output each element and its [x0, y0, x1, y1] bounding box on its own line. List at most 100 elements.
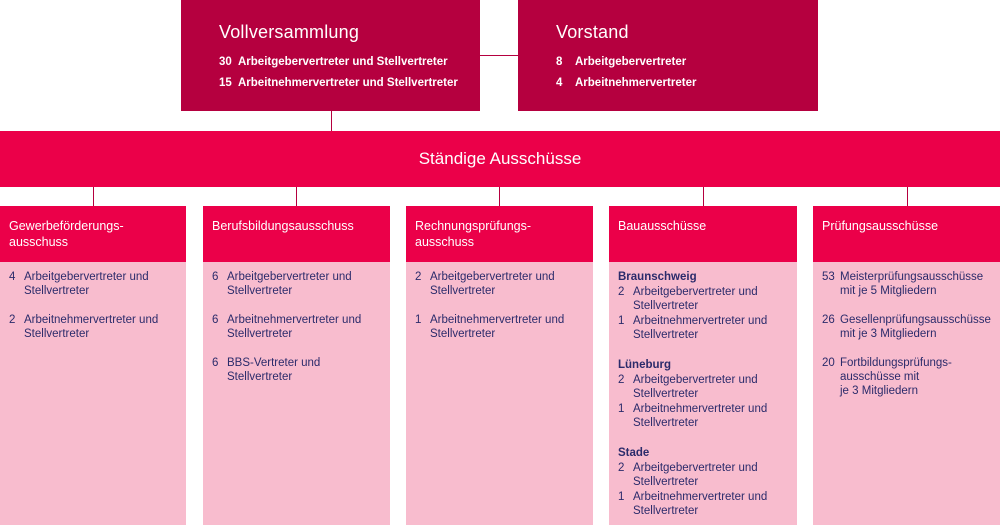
- committee-header: Prüfungsausschüsse: [813, 206, 1000, 262]
- column-connector: [296, 187, 297, 206]
- member-label: Stellvertreter: [227, 371, 293, 383]
- column-connector: [93, 187, 94, 206]
- column-connector: [703, 187, 704, 206]
- member-label: Stellvertreter: [227, 328, 293, 340]
- committee-title: Bauausschüsse: [618, 219, 707, 233]
- column-connector: [907, 187, 908, 206]
- committee-title: Berufsbildungsausschuss: [212, 219, 354, 233]
- member-label: Arbeitnehmervertreter und: [633, 403, 768, 415]
- member-label: je 3 Mitgliedern: [840, 385, 918, 397]
- member-count: 1: [415, 314, 422, 326]
- member-label: Arbeitgebervertreter und: [633, 462, 758, 474]
- member-count: 6: [212, 357, 219, 369]
- member-label: Arbeitnehmervertreter und: [633, 315, 768, 327]
- member-label: mit je 5 Mitgliedern: [840, 285, 937, 297]
- committee-header: Gewerbeförderungs- ausschuss: [0, 206, 186, 262]
- member-label: Stellvertreter: [633, 476, 699, 488]
- member-label: Stellvertreter: [430, 328, 496, 340]
- member-count: 4: [9, 271, 16, 283]
- member-label: Arbeitgebervertreter und: [633, 286, 758, 298]
- vorstand-title: Vorstand: [556, 22, 629, 42]
- committee-berufsbildung: Berufsbildungsausschuss 6 Arbeitgebervert…: [203, 206, 390, 525]
- member-count: 2: [618, 462, 625, 474]
- member-label: Stellvertreter: [633, 388, 699, 400]
- member-label: Stellvertreter: [633, 417, 699, 429]
- member-count: 20: [822, 357, 835, 369]
- member-label: Arbeitgebervertreter und: [430, 271, 555, 283]
- member-count: 6: [212, 271, 219, 283]
- member-count: 53: [822, 271, 835, 283]
- committee-header: Bauausschüsse: [609, 206, 797, 262]
- member-count: 1: [618, 403, 625, 415]
- committee-title: Gewerbeförderungs-: [9, 219, 124, 233]
- member-label: Meisterprüfungsausschüsse: [840, 271, 984, 283]
- region-title: Stade: [618, 447, 650, 459]
- member-label: Fortbildungsprüfungs-: [840, 357, 952, 369]
- member-label: Arbeitnehmervertreter und: [227, 314, 362, 326]
- member-label: Stellvertreter: [633, 329, 699, 341]
- committee-header: Berufsbildungsausschuss: [203, 206, 390, 262]
- member-label: Arbeitnehmervertreter und: [633, 491, 768, 503]
- member-label: ausschüsse mit: [840, 371, 920, 383]
- region-title: Braunschweig: [618, 271, 697, 283]
- member-label: Arbeitgebervertreter und: [227, 271, 352, 283]
- member-label: Stellvertreter: [633, 300, 699, 312]
- row-count: 8: [556, 56, 563, 68]
- committee-body: 53 Meisterprüfungsausschüsse mit je 5 Mitg…: [813, 262, 1000, 398]
- committee-gewerbefoerderung: Gewerbeförderungs- ausschuss 4 Arbeitgebe…: [0, 206, 186, 525]
- committee-title: Prüfungsausschüsse: [822, 219, 939, 233]
- member-count: 6: [212, 314, 219, 326]
- member-label: Arbeitgebervertreter und: [24, 271, 149, 283]
- member-label: Stellvertreter: [227, 285, 293, 297]
- standing-committees-bar: Ständige Ausschüsse: [0, 131, 1000, 187]
- member-item: 53 Meisterprüfungsausschüsse mit je 5 Mitg…: [822, 270, 991, 298]
- region-title: Lüneburg: [618, 359, 672, 371]
- member-count: 26: [822, 314, 835, 326]
- committee-title: Rechnungsprüfungs-: [415, 219, 532, 233]
- member-label: Stellvertreter: [430, 285, 496, 297]
- member-label: Arbeitnehmervertreter und: [24, 314, 159, 326]
- member-label: Arbeitnehmervertreter und: [430, 314, 565, 326]
- committee-title: ausschuss: [9, 235, 69, 249]
- row-label: Arbeitnehmervertreter: [575, 77, 697, 89]
- member-label: Stellvertreter: [633, 505, 699, 517]
- member-count: 2: [618, 374, 625, 386]
- member-label: Stellvertreter: [24, 285, 90, 297]
- row-count: 15: [219, 77, 232, 89]
- row-count: 4: [556, 77, 563, 89]
- member-label: Arbeitgebervertreter und: [633, 374, 758, 386]
- member-item: 20 Fortbildungsprüfungs-ausschüsse mit je …: [822, 356, 991, 398]
- member-count: 1: [618, 315, 625, 327]
- member-label: BBS-Vertreter und: [227, 357, 321, 369]
- member-label: Stellvertreter: [24, 328, 90, 340]
- row-count: 30: [219, 56, 232, 68]
- member-label: Gesellenprüfungsausschüsse: [840, 314, 991, 326]
- member-count: 2: [618, 286, 625, 298]
- member-item: 26 Gesellenprüfungsausschüsse mit je 3 Mit…: [822, 313, 991, 341]
- member-label: mit je 3 Mitgliedern: [840, 328, 937, 340]
